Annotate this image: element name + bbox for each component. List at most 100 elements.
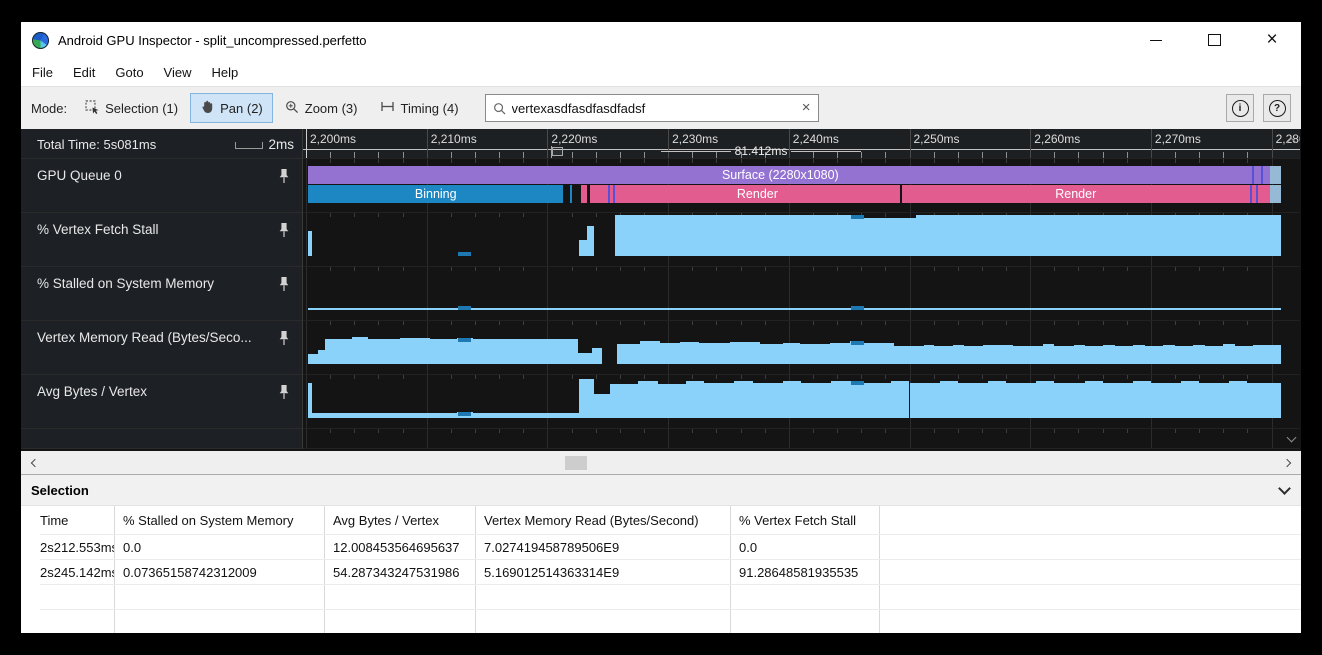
- help-button[interactable]: ?: [1263, 94, 1291, 122]
- menu-item-help[interactable]: Help: [211, 64, 239, 80]
- spare-chart: [303, 429, 1300, 449]
- timeline-spare-row: [21, 429, 1301, 449]
- ruler-tick: [499, 152, 501, 158]
- info-button[interactable]: i: [1226, 94, 1254, 122]
- track-label: Vertex Memory Read (Bytes/Seco...: [37, 330, 252, 345]
- track-tick: [1078, 267, 1080, 271]
- track-gridline: [306, 429, 307, 448]
- gpu-slice[interactable]: Render: [614, 185, 900, 203]
- timeline-track-row: GPU Queue 0 Surface (2280x1080)Binning Ren…: [21, 159, 1301, 213]
- selection-panel-header[interactable]: Selection: [21, 475, 1301, 506]
- scroll-up-icon[interactable]: [1286, 137, 1296, 148]
- counter-bar: [578, 239, 588, 256]
- gpu-slice[interactable]: [589, 185, 608, 203]
- scroll-down-icon[interactable]: [1286, 432, 1296, 443]
- gpu-slice[interactable]: Binning: [308, 185, 564, 203]
- selected-sample-mark[interactable]: [850, 215, 864, 219]
- selected-sample-mark[interactable]: [850, 381, 864, 386]
- gpu-slice[interactable]: [609, 185, 614, 203]
- menu-item-goto[interactable]: Goto: [115, 64, 144, 80]
- gpu-slice[interactable]: Render: [901, 185, 1250, 203]
- gpu-slice[interactable]: [1270, 166, 1282, 184]
- gpu-slice[interactable]: [1254, 166, 1262, 184]
- selected-sample-mark[interactable]: [850, 341, 864, 346]
- clear-search-icon[interactable]: ×: [801, 99, 811, 116]
- track-chart[interactable]: [303, 375, 1300, 429]
- gpu-slice[interactable]: [581, 185, 588, 203]
- table-row-empty[interactable]: [40, 610, 1301, 633]
- selected-sample-mark[interactable]: [457, 412, 471, 417]
- pin-icon[interactable]: [278, 168, 290, 187]
- gpu-slice[interactable]: [1249, 185, 1252, 203]
- track-tick: [885, 321, 887, 325]
- timeline-horizontal-scrollbar[interactable]: [21, 451, 1301, 475]
- track-tick: [1223, 267, 1225, 271]
- collapse-panel-icon[interactable]: [1278, 482, 1291, 495]
- track-tick: [740, 321, 742, 325]
- timeline-rows: GPU Queue 0 Surface (2280x1080)Binning Ren…: [21, 159, 1301, 449]
- minimize-button[interactable]: [1127, 22, 1185, 58]
- track-gridline: [426, 267, 428, 320]
- gpu-slice[interactable]: Surface (2280x1080): [308, 166, 1253, 184]
- ruler-tick: [1126, 152, 1128, 158]
- track-tick: [571, 429, 573, 433]
- mode-button-zoom[interactable]: Zoom (3): [275, 94, 368, 123]
- timing-flag-icon[interactable]: [551, 146, 563, 158]
- gpu-slice[interactable]: [1257, 185, 1271, 203]
- pin-icon[interactable]: [278, 384, 290, 403]
- pin-icon[interactable]: [278, 276, 290, 295]
- mode-button-pan[interactable]: Pan (2): [190, 93, 273, 123]
- search-input[interactable]: [511, 100, 796, 116]
- gpu-slice[interactable]: [1255, 185, 1258, 203]
- menu-item-file[interactable]: File: [32, 64, 53, 80]
- pin-icon[interactable]: [278, 222, 290, 241]
- track-tick: [837, 321, 839, 325]
- title-bar: Android GPU Inspector - split_uncompress…: [21, 22, 1301, 58]
- menu-item-view[interactable]: View: [163, 64, 192, 80]
- selected-sample-mark[interactable]: [457, 306, 471, 310]
- mode-button-selection[interactable]: Selection (1): [75, 94, 188, 123]
- gpu-slice[interactable]: [1261, 166, 1264, 184]
- track-tick: [402, 375, 404, 379]
- track-tick: [740, 267, 742, 271]
- track-chart[interactable]: [303, 267, 1300, 321]
- track-gridline: [1271, 267, 1273, 320]
- menu-item-edit[interactable]: Edit: [72, 64, 96, 80]
- toolbar: Mode: Selection (1)Pan (2)Zoom (3)Timing…: [21, 86, 1301, 129]
- track-label-cell: GPU Queue 0: [21, 159, 303, 213]
- table-row-empty[interactable]: [40, 585, 1301, 610]
- maximize-button[interactable]: [1185, 22, 1243, 58]
- track-tick: [402, 267, 404, 271]
- counter-bar: [318, 350, 326, 364]
- gpu-slice[interactable]: [613, 185, 615, 203]
- scroll-left-icon[interactable]: [30, 458, 40, 467]
- gpu-slice[interactable]: [1263, 166, 1271, 184]
- gpu-slice[interactable]: [607, 185, 610, 203]
- track-tick: [619, 375, 621, 379]
- track-chart[interactable]: [303, 321, 1300, 375]
- track-tick: [595, 321, 597, 325]
- track-tick: [523, 321, 525, 325]
- selected-sample-mark[interactable]: [457, 337, 471, 342]
- ruler-tick: [450, 152, 452, 158]
- gpu-slice[interactable]: [1251, 185, 1256, 203]
- gpu-slice[interactable]: [569, 185, 572, 203]
- mode-button-timing[interactable]: Timing (4): [370, 94, 469, 122]
- scroll-right-icon[interactable]: [1282, 458, 1292, 467]
- track-chart[interactable]: [303, 213, 1300, 267]
- selected-sample-mark[interactable]: [457, 252, 471, 256]
- counter-bar: [831, 381, 851, 418]
- gpu-slice[interactable]: [1252, 166, 1255, 184]
- track-tick: [812, 375, 814, 379]
- close-button[interactable]: ×: [1243, 22, 1301, 58]
- selected-sample-mark[interactable]: [850, 306, 864, 310]
- pin-icon[interactable]: [278, 330, 290, 349]
- gpu-slice[interactable]: [1270, 185, 1282, 203]
- scrollbar-thumb[interactable]: [565, 456, 587, 470]
- timeline-vertical-scrollbar[interactable]: [1281, 129, 1301, 451]
